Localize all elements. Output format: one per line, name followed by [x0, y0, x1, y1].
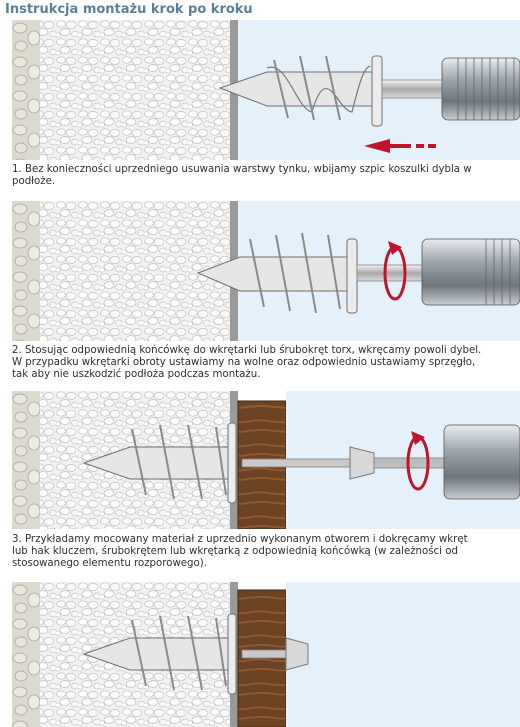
- step-1-caption: 1. Bez konieczności uprzedniego usuwania…: [12, 164, 472, 187]
- red-rotation-arrow-icon: [406, 431, 430, 491]
- red-arrow-left: [364, 139, 436, 153]
- step-2-illustration: [12, 201, 520, 341]
- step-4-illustration: [12, 582, 520, 727]
- step-3-illustration: [12, 391, 520, 529]
- step-3-caption: 3. Przykładamy mocowany materiał z uprze…: [12, 534, 468, 569]
- step-1-illustration: [12, 20, 520, 160]
- page-title: Instrukcja montażu krok po kroku: [5, 2, 253, 17]
- red-rotation-arrow-icon: [383, 241, 407, 301]
- step-2-caption: 2. Stosując odpowiednią końcówkę do wkrę…: [12, 345, 482, 380]
